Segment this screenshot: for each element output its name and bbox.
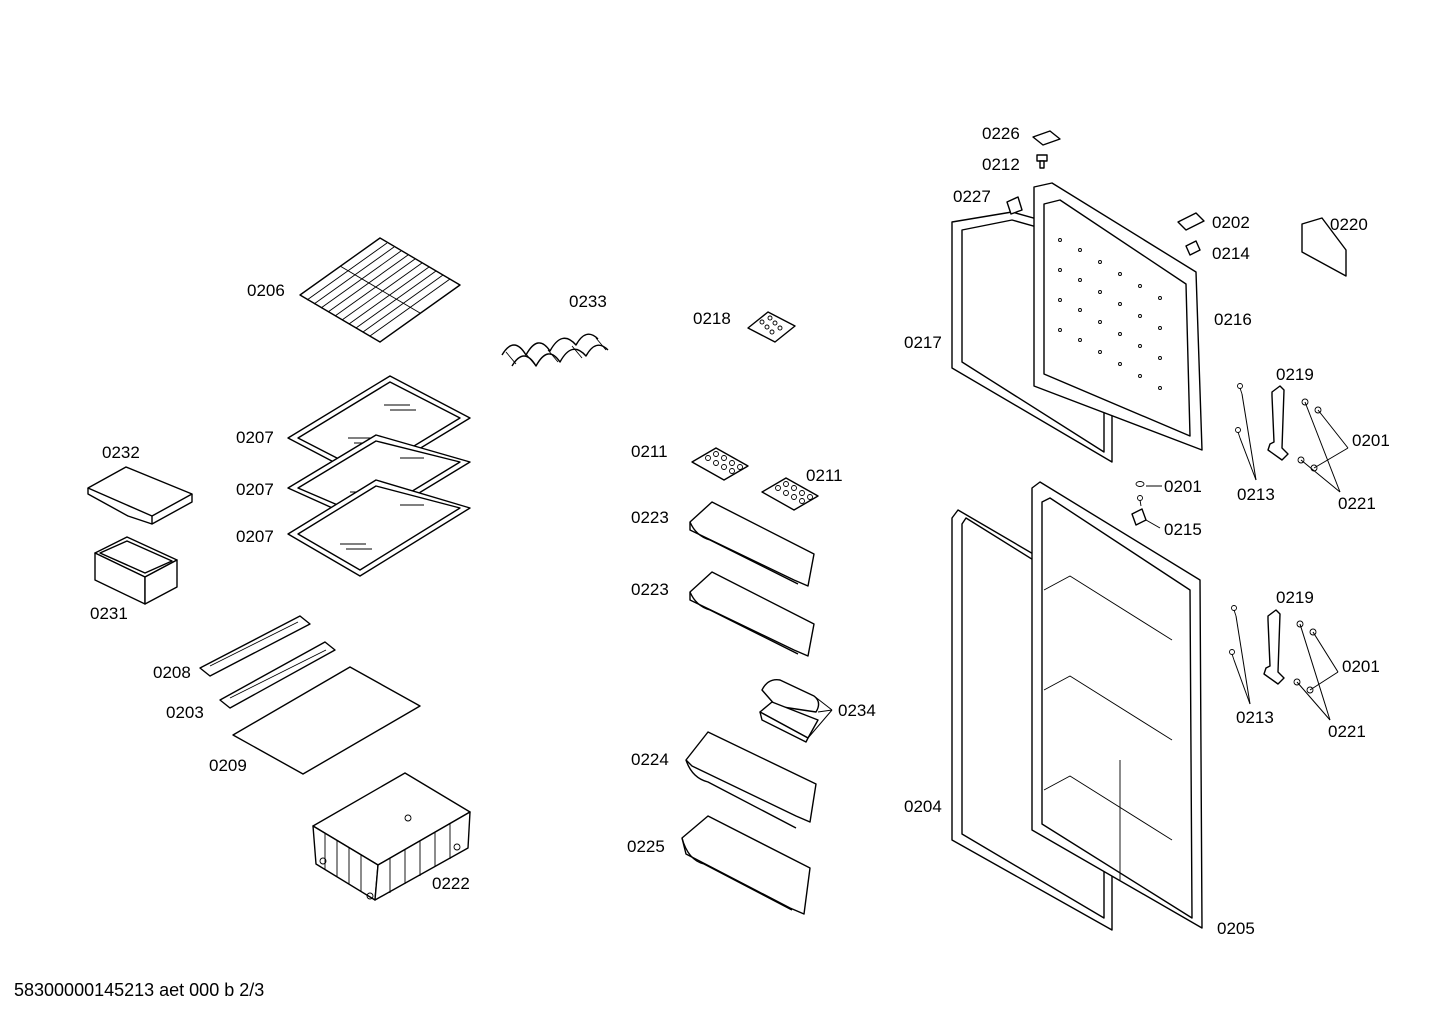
part-0219-door-handle bbox=[1229, 605, 1317, 694]
label-0201-upper: 0201 bbox=[1352, 431, 1390, 450]
label-0224: 0224 bbox=[631, 750, 669, 769]
label-0221-lower: 0221 bbox=[1328, 722, 1366, 741]
part-0224-bottle-shelf bbox=[685, 731, 817, 829]
label-0214: 0214 bbox=[1212, 244, 1250, 263]
label-0223-upper: 0223 bbox=[631, 508, 669, 527]
label-0212: 0212 bbox=[982, 155, 1020, 174]
label-0203: 0203 bbox=[166, 703, 204, 722]
label-0227: 0227 bbox=[953, 187, 991, 206]
label-0207-top: 0207 bbox=[236, 428, 274, 447]
label-0232: 0232 bbox=[102, 443, 140, 462]
part-0225-bottle-shelf bbox=[681, 815, 811, 915]
part-0218-egg-tray bbox=[747, 311, 796, 343]
part-0223-door-shelf bbox=[689, 501, 815, 587]
part-0222-vegetable-crisper bbox=[312, 772, 471, 901]
part-0220-label-card bbox=[1301, 217, 1347, 277]
label-0226: 0226 bbox=[982, 124, 1020, 143]
label-0225: 0225 bbox=[627, 837, 665, 856]
label-0219-upper: 0219 bbox=[1276, 365, 1314, 384]
label-0211-left: 0211 bbox=[631, 442, 668, 461]
part-0232-chiller-shelf bbox=[87, 466, 193, 525]
label-0222: 0222 bbox=[432, 874, 470, 893]
label-0213-lower: 0213 bbox=[1236, 708, 1274, 727]
part-0227-plate bbox=[1006, 196, 1023, 215]
label-0209: 0209 bbox=[209, 756, 247, 775]
part-0214-clip bbox=[1185, 240, 1201, 256]
document-footer-code: 58300000145213 aet 000 b 2/3 bbox=[14, 980, 265, 1000]
part-0205-fridge-door bbox=[1031, 481, 1203, 929]
part-0208-strip bbox=[199, 615, 311, 677]
label-0221-upper: 0221 bbox=[1338, 494, 1376, 513]
label-0234: 0234 bbox=[838, 701, 876, 720]
part-0215-hinge-block bbox=[1131, 508, 1147, 526]
label-0201-middle: 0201 bbox=[1164, 477, 1202, 496]
label-0223-lower: 0223 bbox=[631, 580, 669, 599]
part-0211-egg-tray bbox=[691, 447, 749, 481]
part-0211-egg-tray bbox=[761, 477, 819, 511]
label-0207-middle: 0207 bbox=[236, 480, 274, 499]
label-0207-bottom: 0207 bbox=[236, 527, 274, 546]
label-0217: 0217 bbox=[904, 333, 942, 352]
part-0209-cover-plate bbox=[232, 666, 421, 775]
part-0233-bottle-rack bbox=[501, 333, 609, 367]
label-0208: 0208 bbox=[153, 663, 191, 682]
label-0215: 0215 bbox=[1164, 520, 1202, 539]
label-0201-lower: 0201 bbox=[1342, 657, 1380, 676]
part-0202-cover bbox=[1177, 212, 1205, 231]
label-0213-upper: 0213 bbox=[1237, 485, 1275, 504]
label-0233: 0233 bbox=[569, 292, 607, 311]
label-0206: 0206 bbox=[247, 281, 285, 300]
part-0226-hinge-cover bbox=[1032, 130, 1061, 146]
label-0216: 0216 bbox=[1214, 310, 1252, 329]
part-0201-screw bbox=[1135, 481, 1145, 507]
label-0218: 0218 bbox=[693, 309, 731, 328]
label-0204: 0204 bbox=[904, 797, 942, 816]
part-0219-door-handle bbox=[1235, 383, 1322, 472]
label-0231: 0231 bbox=[90, 604, 128, 623]
part-0216-freezer-door bbox=[1033, 182, 1203, 451]
part-0231-chiller-box bbox=[94, 536, 178, 605]
label-0202: 0202 bbox=[1212, 213, 1250, 232]
label-0220: 0220 bbox=[1330, 215, 1368, 234]
part-0203-strip bbox=[219, 641, 336, 709]
leader-lines bbox=[807, 393, 1349, 739]
label-0211-right: 0211 bbox=[806, 466, 843, 485]
label-0219-lower: 0219 bbox=[1276, 588, 1314, 607]
part-0212-hinge-pin bbox=[1036, 154, 1048, 169]
part-0206-wire-shelf bbox=[299, 237, 461, 343]
label-0205: 0205 bbox=[1217, 919, 1255, 938]
part-0234-butter-compartment bbox=[759, 679, 820, 743]
part-0207-glass-shelf bbox=[287, 479, 471, 577]
part-0223-door-shelf bbox=[689, 571, 815, 657]
